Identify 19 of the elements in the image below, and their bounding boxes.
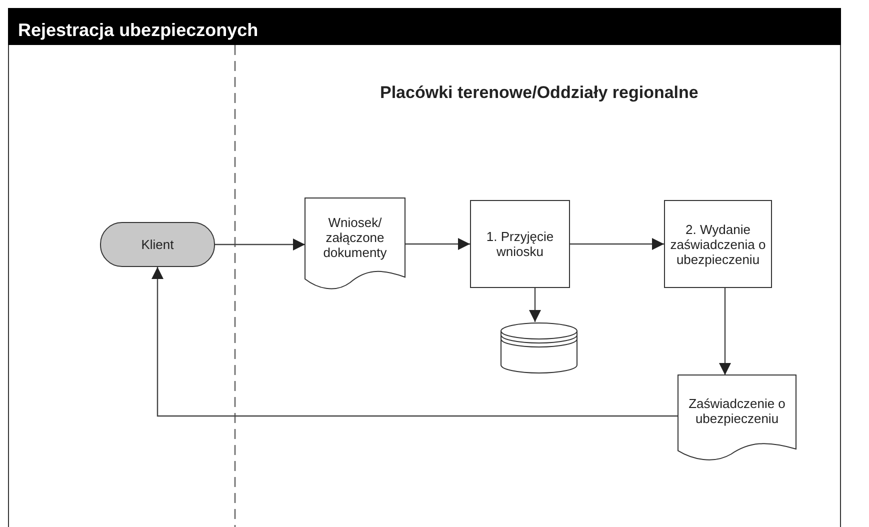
arrow [570,238,664,250]
arrow [719,288,731,375]
arrow [405,238,470,250]
node-text: 2. Wydanie zaświadczenia o ubezpieczeniu [669,222,767,266]
document-shape [678,375,796,461]
node-text: Wniosek/ załączone dokumenty [322,214,388,260]
database-cylinder [500,322,578,374]
node-text: Zaświadczenie o ubezpieczeniu [688,396,786,426]
arrow [152,267,678,417]
process-box [664,200,772,288]
node-text: Klient [140,237,175,252]
node-text: 1. Przyjęcie wniosku [485,229,555,259]
document-shape [305,198,405,290]
arrow [215,238,305,250]
arrow [529,288,541,322]
terminator-shape [100,222,215,267]
lane-heading: Placówki terenowe/Oddziały regionalne [380,82,698,104]
process-box [470,200,570,288]
title: Rejestracja ubezpieczonych [18,21,258,39]
